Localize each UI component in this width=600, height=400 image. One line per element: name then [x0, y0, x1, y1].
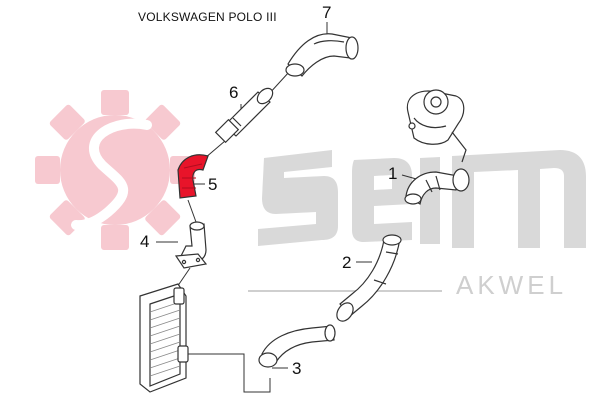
- callout-7: 7: [322, 3, 332, 22]
- part-2-hose: [336, 234, 402, 322]
- part-5-shape: [177, 154, 209, 199]
- intercooler: [139, 283, 189, 393]
- callout-1: 1: [388, 164, 398, 183]
- akwel-wordmark: AKWEL: [456, 270, 568, 300]
- seim-gear-logo: [35, 90, 195, 250]
- callout-3: 3: [292, 359, 302, 378]
- turbocharger: [406, 89, 467, 163]
- diagram-title: VOLKSWAGEN POLO III: [138, 10, 277, 24]
- callout-2: 2: [342, 253, 352, 272]
- part-5-highlighted-hose: [177, 154, 209, 199]
- part-1-hose: [404, 168, 470, 205]
- part-6-pipe: [214, 87, 274, 144]
- part-4-elbow-flange: [174, 221, 208, 269]
- part-3-hose: [258, 324, 336, 368]
- callout-5: 5: [208, 175, 218, 194]
- part-7-hose: [285, 33, 359, 77]
- callout-6: 6: [229, 83, 239, 102]
- callout-4: 4: [140, 232, 150, 251]
